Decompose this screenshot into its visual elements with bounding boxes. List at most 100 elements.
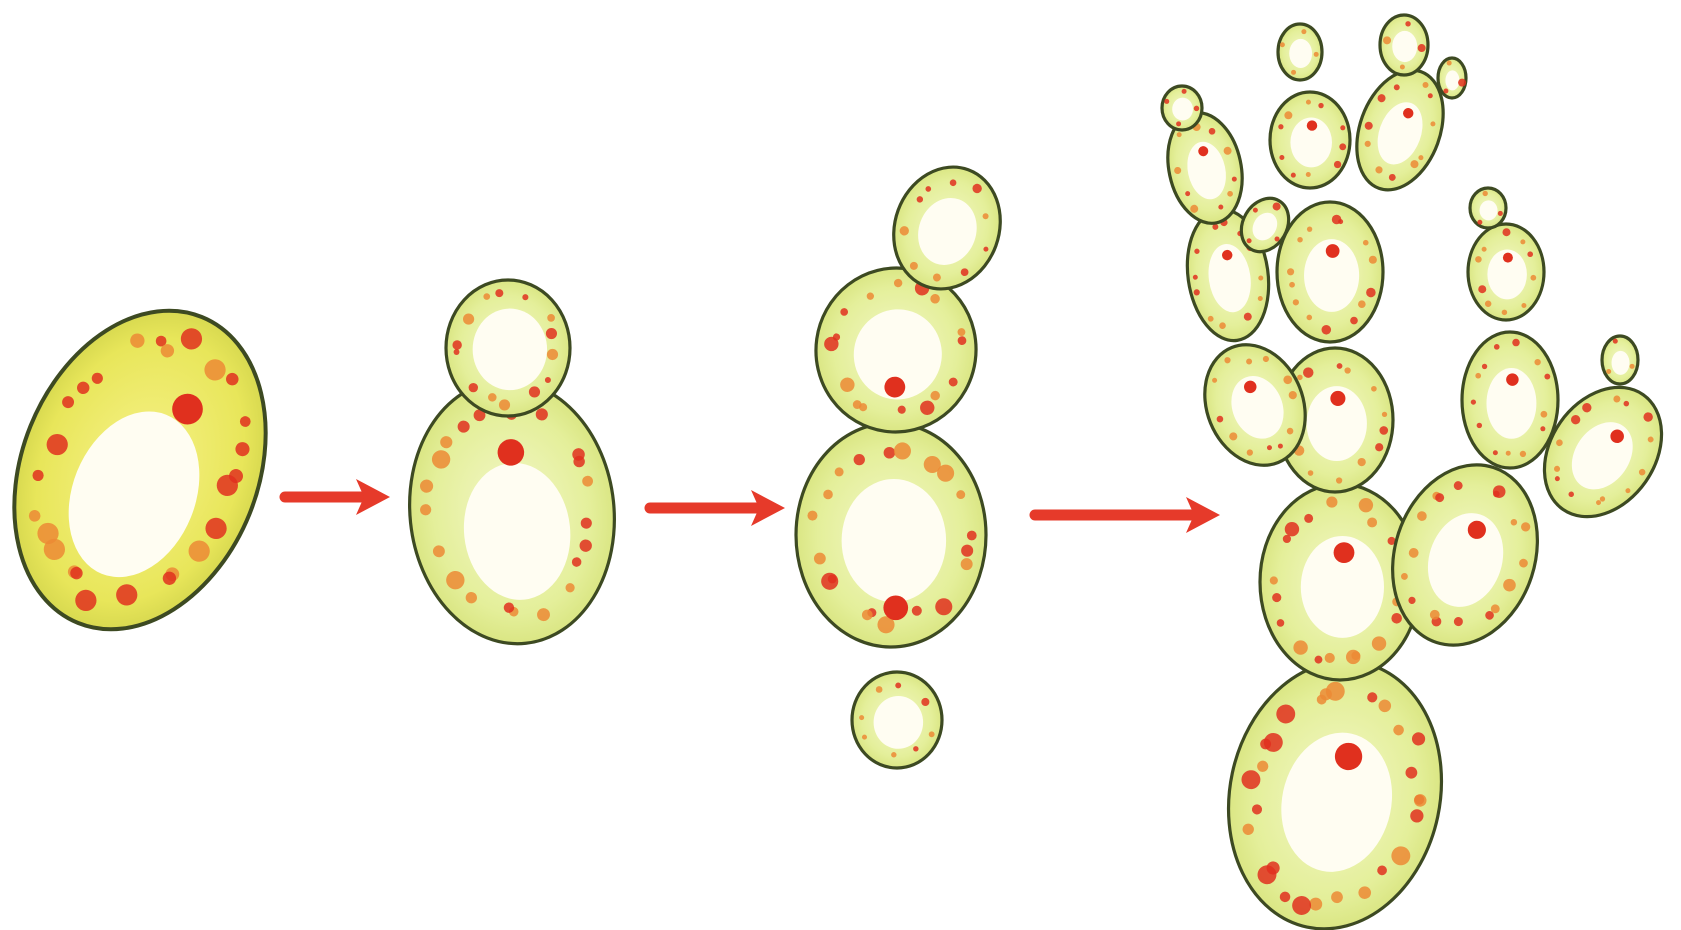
vacuole: [874, 696, 924, 749]
granule: [1340, 125, 1345, 130]
granule: [547, 314, 555, 322]
granule: [1339, 143, 1346, 150]
granule: [1512, 339, 1519, 346]
granule: [454, 349, 460, 355]
colony-cell-left-bud: [1162, 86, 1202, 130]
granule: [814, 553, 826, 565]
granule: [1306, 100, 1311, 105]
granule: [859, 715, 864, 720]
granule: [1400, 65, 1405, 70]
granule: [1367, 517, 1377, 527]
granule: [1483, 191, 1488, 196]
granule: [1289, 282, 1295, 288]
granule: [1443, 88, 1448, 93]
granule: [1383, 36, 1391, 44]
granule: [1541, 411, 1548, 418]
granule: [1270, 576, 1278, 584]
nucleus: [1506, 373, 1518, 385]
granule: [1344, 367, 1350, 373]
granule: [1280, 42, 1285, 47]
granule: [862, 735, 867, 740]
granule: [483, 293, 490, 300]
vacuole: [1172, 98, 1193, 121]
granule: [1306, 172, 1311, 177]
granule: [913, 746, 918, 751]
granule: [1363, 240, 1369, 246]
nucleus: [883, 595, 908, 620]
granule: [1382, 412, 1387, 417]
granule: [921, 698, 929, 706]
granule: [1303, 367, 1313, 377]
granule: [452, 340, 461, 349]
granule: [1334, 161, 1341, 168]
granule: [1520, 239, 1525, 244]
granule: [1338, 219, 1343, 224]
granule: [891, 752, 896, 757]
granule: [1478, 285, 1486, 293]
colony-cell-top-bud-1: [1278, 24, 1322, 80]
colony-cell-top-1: [1270, 92, 1350, 188]
granule: [1176, 121, 1181, 126]
granule: [821, 573, 838, 590]
granule: [1291, 173, 1296, 178]
granule: [1520, 451, 1526, 457]
granule: [488, 393, 497, 402]
vacuole: [1612, 351, 1630, 375]
granule: [1482, 364, 1487, 369]
right-arrow-icon: [1035, 497, 1220, 533]
granule: [807, 511, 817, 521]
granule: [499, 399, 510, 410]
nucleus: [1330, 391, 1345, 406]
granule: [545, 377, 551, 383]
granule: [522, 294, 528, 300]
granule: [1346, 650, 1360, 664]
nucleus: [1307, 120, 1317, 130]
granule: [547, 349, 558, 360]
nucleus: [1334, 542, 1355, 563]
granule: [1194, 106, 1199, 111]
granule: [1337, 363, 1343, 369]
granule: [1502, 310, 1507, 315]
yeast-cell: [0, 273, 311, 667]
colony-cell-right-far-bud: [1602, 336, 1638, 384]
colony-cell-right-top-bud: [1470, 188, 1506, 228]
vacuole: [1289, 39, 1312, 68]
colony-base-cell: [1204, 641, 1466, 930]
granule: [956, 490, 965, 499]
granule: [1613, 339, 1618, 344]
granule: [1359, 498, 1373, 512]
granule: [1475, 373, 1481, 379]
granule: [862, 610, 873, 621]
granule: [1498, 211, 1503, 216]
granule: [1284, 111, 1292, 119]
granule: [1336, 477, 1342, 483]
granule: [1318, 103, 1323, 108]
granule: [1279, 155, 1284, 160]
granule: [1379, 426, 1388, 435]
granule: [854, 454, 865, 465]
vacuole: [1480, 200, 1498, 220]
granule: [1182, 89, 1187, 94]
granule: [1527, 251, 1533, 257]
granule: [1277, 619, 1285, 627]
right-arrow-icon: [285, 479, 390, 515]
granule: [1493, 450, 1498, 455]
granule: [823, 490, 833, 500]
granule: [935, 598, 952, 615]
granule: [1482, 247, 1487, 252]
granule: [546, 328, 557, 339]
granule: [1630, 364, 1635, 369]
granule: [876, 686, 883, 693]
granule: [1477, 220, 1482, 225]
granule: [1530, 275, 1536, 281]
colony-cell-top-side-bud: [1438, 58, 1466, 98]
granule: [1297, 375, 1302, 380]
granule: [1405, 21, 1410, 26]
granule: [1544, 374, 1550, 380]
granule: [884, 447, 896, 459]
granule: [1285, 522, 1299, 536]
granule: [1458, 79, 1466, 87]
granule: [937, 465, 954, 482]
